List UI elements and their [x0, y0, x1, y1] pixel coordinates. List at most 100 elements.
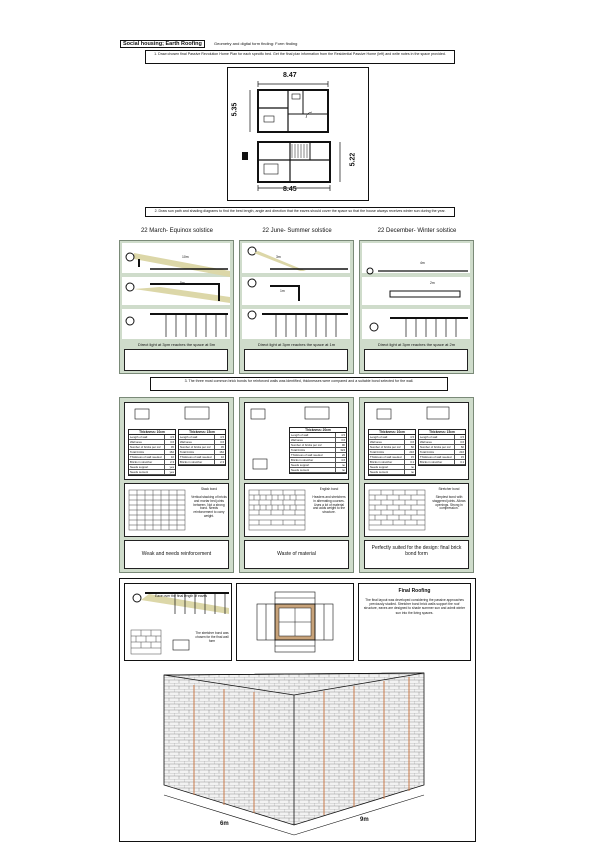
cell: Number of bricks per m2: [420, 445, 451, 449]
final-design-frame: Eave over the final length of eaves The …: [119, 578, 476, 842]
cell: Length of wall: [420, 435, 438, 439]
stretcher-bond-table-a-title: Thickness: 10cm: [369, 430, 415, 435]
cell: Number of bricks per m2: [291, 443, 322, 447]
final-roofing-title: Final Roofing: [398, 588, 431, 594]
winter-caption: Direct light at 3pm reaches the space at…: [377, 342, 456, 347]
cell: no: [335, 468, 345, 472]
section3-instruction: 3. The three most common brick bonds for…: [150, 377, 448, 391]
cell: 15: [454, 455, 464, 459]
page-title: Social housing; Earth Roofing: [120, 40, 205, 48]
cell: Total bricks: [180, 450, 194, 454]
cell: Wall area: [370, 440, 382, 444]
cell: 216: [454, 450, 464, 454]
cell: 4.5: [214, 435, 224, 439]
cell: Needs support: [370, 465, 389, 469]
final-wall-render: 6m 9m: [124, 665, 471, 837]
cell: 4.5: [164, 435, 174, 439]
summer-panel: 3m 1m Direct light at 3pm reaches the sp…: [239, 240, 354, 374]
cell: 4.5: [335, 433, 345, 437]
cell: 3.6: [335, 438, 345, 442]
cell: Length of wall: [180, 435, 198, 439]
equinox-label-2: 5m: [180, 281, 185, 285]
stack-bond-notes: Vertical stacking of bricks and mortar b…: [191, 495, 227, 518]
cell: 10: [214, 455, 224, 459]
cell: Wall area: [130, 440, 142, 444]
summer-caption: Direct light at 3pm reaches the space at…: [257, 342, 336, 347]
equinox-panel: 10m 5m Direct light at 3pm reaches the s…: [119, 240, 234, 374]
cell: Length of wall: [130, 435, 148, 439]
cell: Bricks in stretcher: [291, 458, 314, 462]
cell: 162: [214, 450, 224, 454]
cell: 4.5: [404, 435, 414, 439]
dimension-left: 5.35: [231, 102, 239, 117]
cell: Wall area: [180, 440, 192, 444]
cell: 4.5: [454, 435, 464, 439]
equinox-label-1: 10m: [182, 255, 189, 259]
cell: 90: [335, 443, 345, 447]
stack-bond-table-b-title: Thickness: 15cm: [179, 430, 225, 435]
cell: Total bricks: [291, 448, 305, 452]
cell: no: [404, 465, 414, 469]
stack-bond-table-a-title: Thickness: 10cm: [129, 430, 175, 435]
final-sun-sketch: Eave over the final length of eaves The …: [124, 583, 232, 661]
english-bond-drawing-area: English bond Headers and stretchers in a…: [244, 483, 349, 537]
cell: Bricks in stretcher: [370, 460, 393, 464]
dimension-bottom: 8.45: [283, 186, 297, 193]
cell: 3.6: [164, 440, 174, 444]
cell: 3.6: [404, 440, 414, 444]
cell: Number of bricks per m2: [130, 445, 161, 449]
cell: Thickness of wall needed: [130, 455, 162, 459]
cell: 162: [164, 450, 174, 454]
final-roofing-textbox: Final Roofing The final layout was devel…: [358, 583, 471, 661]
cell: 3.6: [454, 440, 464, 444]
cell: Thickness of wall needed: [291, 453, 323, 457]
cell: 60: [404, 445, 414, 449]
final-wall-drawing: [163, 672, 425, 836]
cell: Bricks in stretcher: [180, 460, 203, 464]
cell: Number of bricks per m2: [180, 445, 211, 449]
english-bond-table-title: Thickness: 20cm: [290, 428, 346, 433]
page-subtitle: Geometry and digital form finding: Form …: [214, 41, 298, 46]
english-bond-notes: Headers and stretchers in alternating co…: [312, 495, 346, 515]
cell: Needs cement: [130, 470, 149, 474]
cell: Needs support: [130, 465, 149, 469]
cell: Length of wall: [291, 433, 309, 437]
english-bond-verdict: Waste of material: [277, 551, 316, 557]
cell: 2.3: [164, 460, 174, 464]
winter-label-1: 4m: [420, 261, 425, 265]
cell: Needs cement: [291, 468, 310, 472]
equinox-answer-box: [124, 349, 228, 371]
summer-diagram: [242, 243, 350, 339]
final-sun-drawing: [130, 592, 229, 655]
cell: no: [404, 470, 414, 474]
winter-heading: 22 December- Winter solstice: [377, 228, 457, 234]
english-bond-verdict-box: Waste of material: [244, 540, 349, 569]
stack-bond-name: Stack bond: [201, 487, 217, 491]
stretcher-bond-notes: Simplest bond with staggered joints. All…: [432, 495, 466, 511]
stretcher-bond-table-a: Thickness: 10cm Length of wall 4.5 Wall a…: [368, 429, 416, 476]
english-bond-name: English bond: [319, 487, 339, 491]
winter-label-2: 2m: [430, 281, 435, 285]
stack-bond-table-b: Thickness: 15cm Length of wall 4.5 Wall a…: [178, 429, 226, 466]
stretcher-bond-boxes: [376, 406, 450, 420]
cell: Total bricks: [130, 450, 144, 454]
cell: 45: [214, 445, 224, 449]
cell: Bricks in stretcher: [420, 460, 443, 464]
cell: 4.6: [335, 458, 345, 462]
equinox-heading: 22 March- Equinox solstice: [140, 228, 214, 234]
english-bond-boxes: [250, 406, 330, 470]
winter-panel: 4m 2m Direct light at 3pm reaches the sp…: [359, 240, 474, 374]
section1-instruction: 1. Draw chosen final Passive Revolution …: [145, 50, 455, 64]
stack-bond-table-area: Thickness: 10cm Length of wall 4.5 Wall a…: [124, 402, 229, 480]
cell: Thickness of wall needed: [420, 455, 452, 459]
cell: Total bricks: [420, 450, 434, 454]
section2-instruction: 2. Draw sun path and shading diagrams to…: [145, 207, 455, 217]
stack-bond-verdict-box: Weak and needs reinforcement: [124, 540, 229, 569]
wall-dimension-b: 9m: [360, 817, 369, 823]
stack-bond-verdict: Weak and needs reinforcement: [141, 551, 212, 557]
stretcher-bond-name: Stretcher bond: [438, 487, 460, 491]
cell: Length of wall: [370, 435, 388, 439]
cell: Wall area: [420, 440, 432, 444]
